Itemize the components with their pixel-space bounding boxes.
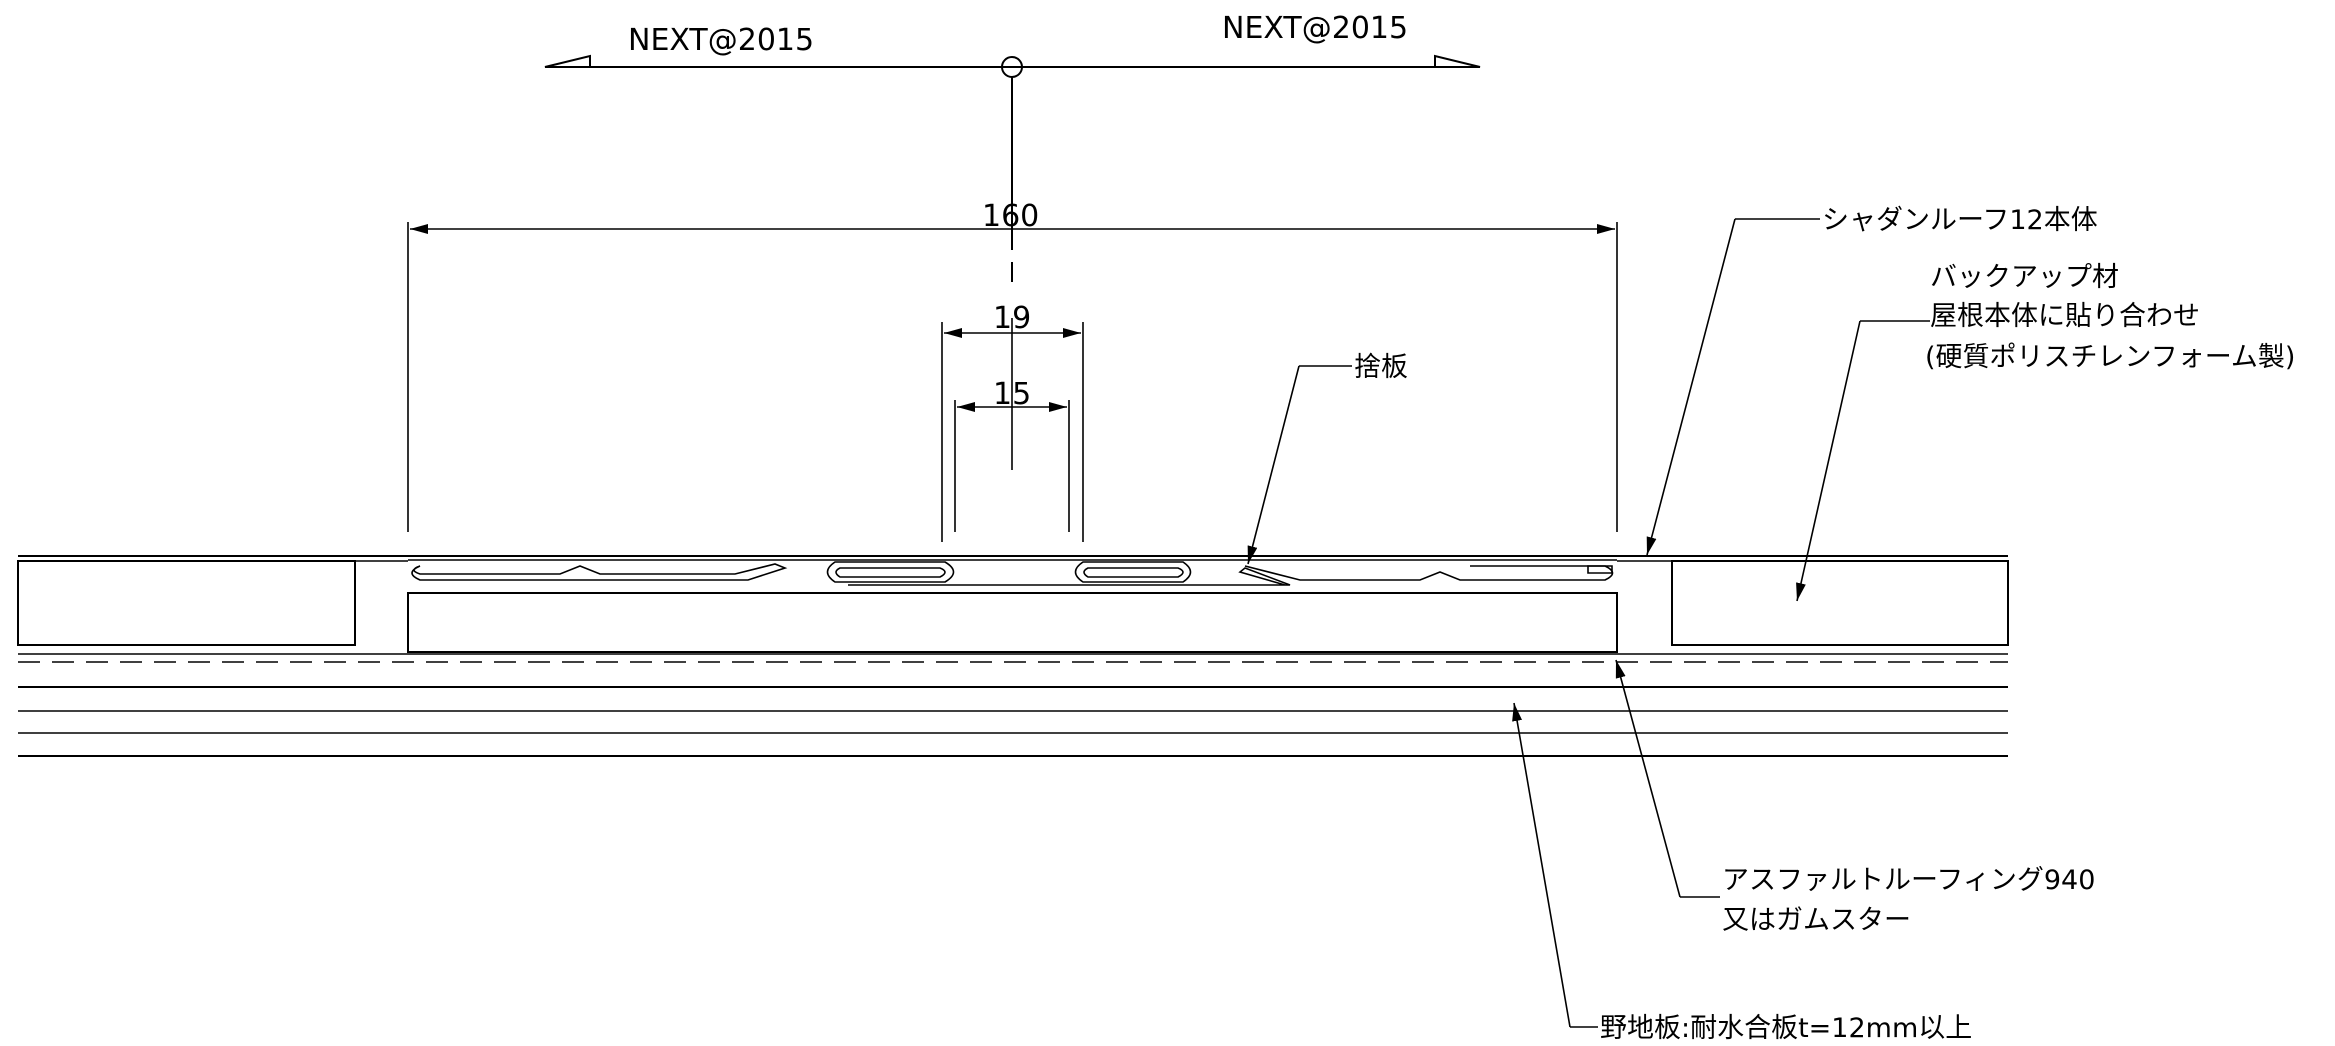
label-sute-ita: 捨板	[1354, 352, 1408, 383]
dimension-inner: 15	[954, 377, 1070, 532]
foam-panel-left	[17, 560, 356, 646]
base-board	[18, 686, 2008, 757]
dimension-outer: 19	[941, 301, 1084, 542]
leader-roofing: アスファルトルーフィング940 又はガムスター	[1615, 659, 2095, 936]
section-arrow-right	[1434, 54, 1481, 68]
section-label-right: NEXT@2015	[1222, 11, 1408, 46]
section-label-left: NEXT@2015	[628, 23, 814, 58]
leader-base-board: 野地板:耐水合板t=12mm以上	[1512, 702, 1972, 1044]
foam-panel-center	[407, 592, 1618, 653]
dimension-overall-value: 160	[982, 199, 1039, 234]
section-arrow-left	[544, 54, 591, 68]
section-mark: NEXT@2015 NEXT@2015	[544, 11, 1481, 470]
label-base-board: 野地板:耐水合板t=12mm以上	[1600, 1013, 1972, 1041]
foam-panel-right	[1671, 560, 2009, 646]
leader-backup: バックアップ材 屋根本体に貼り合わせ (硬質ポリスチレンフォーム製)	[1796, 262, 2295, 602]
leader-sute-ita: 捨板	[1247, 352, 1408, 565]
leader-roof-body: シャダンルーフ12本体	[1646, 205, 2098, 556]
dimension-outer-value: 19	[993, 301, 1031, 336]
label-roof-body: シャダンルーフ12本体	[1822, 205, 2098, 236]
dimension-overall: 160	[407, 199, 1618, 532]
label-backup-line3: (硬質ポリスチレンフォーム製)	[1925, 342, 2295, 373]
roof-sheet	[18, 555, 2008, 562]
roofing-membrane	[18, 653, 2008, 663]
label-roofing-line2: 又はガムスター	[1722, 905, 1911, 936]
label-backup-line2: 屋根本体に貼り合わせ	[1930, 301, 2200, 332]
dimension-inner-value: 15	[993, 377, 1031, 412]
label-roofing-line1: アスファルトルーフィング940	[1722, 865, 2095, 896]
label-backup-line1: バックアップ材	[1930, 262, 2119, 293]
seam-profile	[408, 559, 1617, 586]
